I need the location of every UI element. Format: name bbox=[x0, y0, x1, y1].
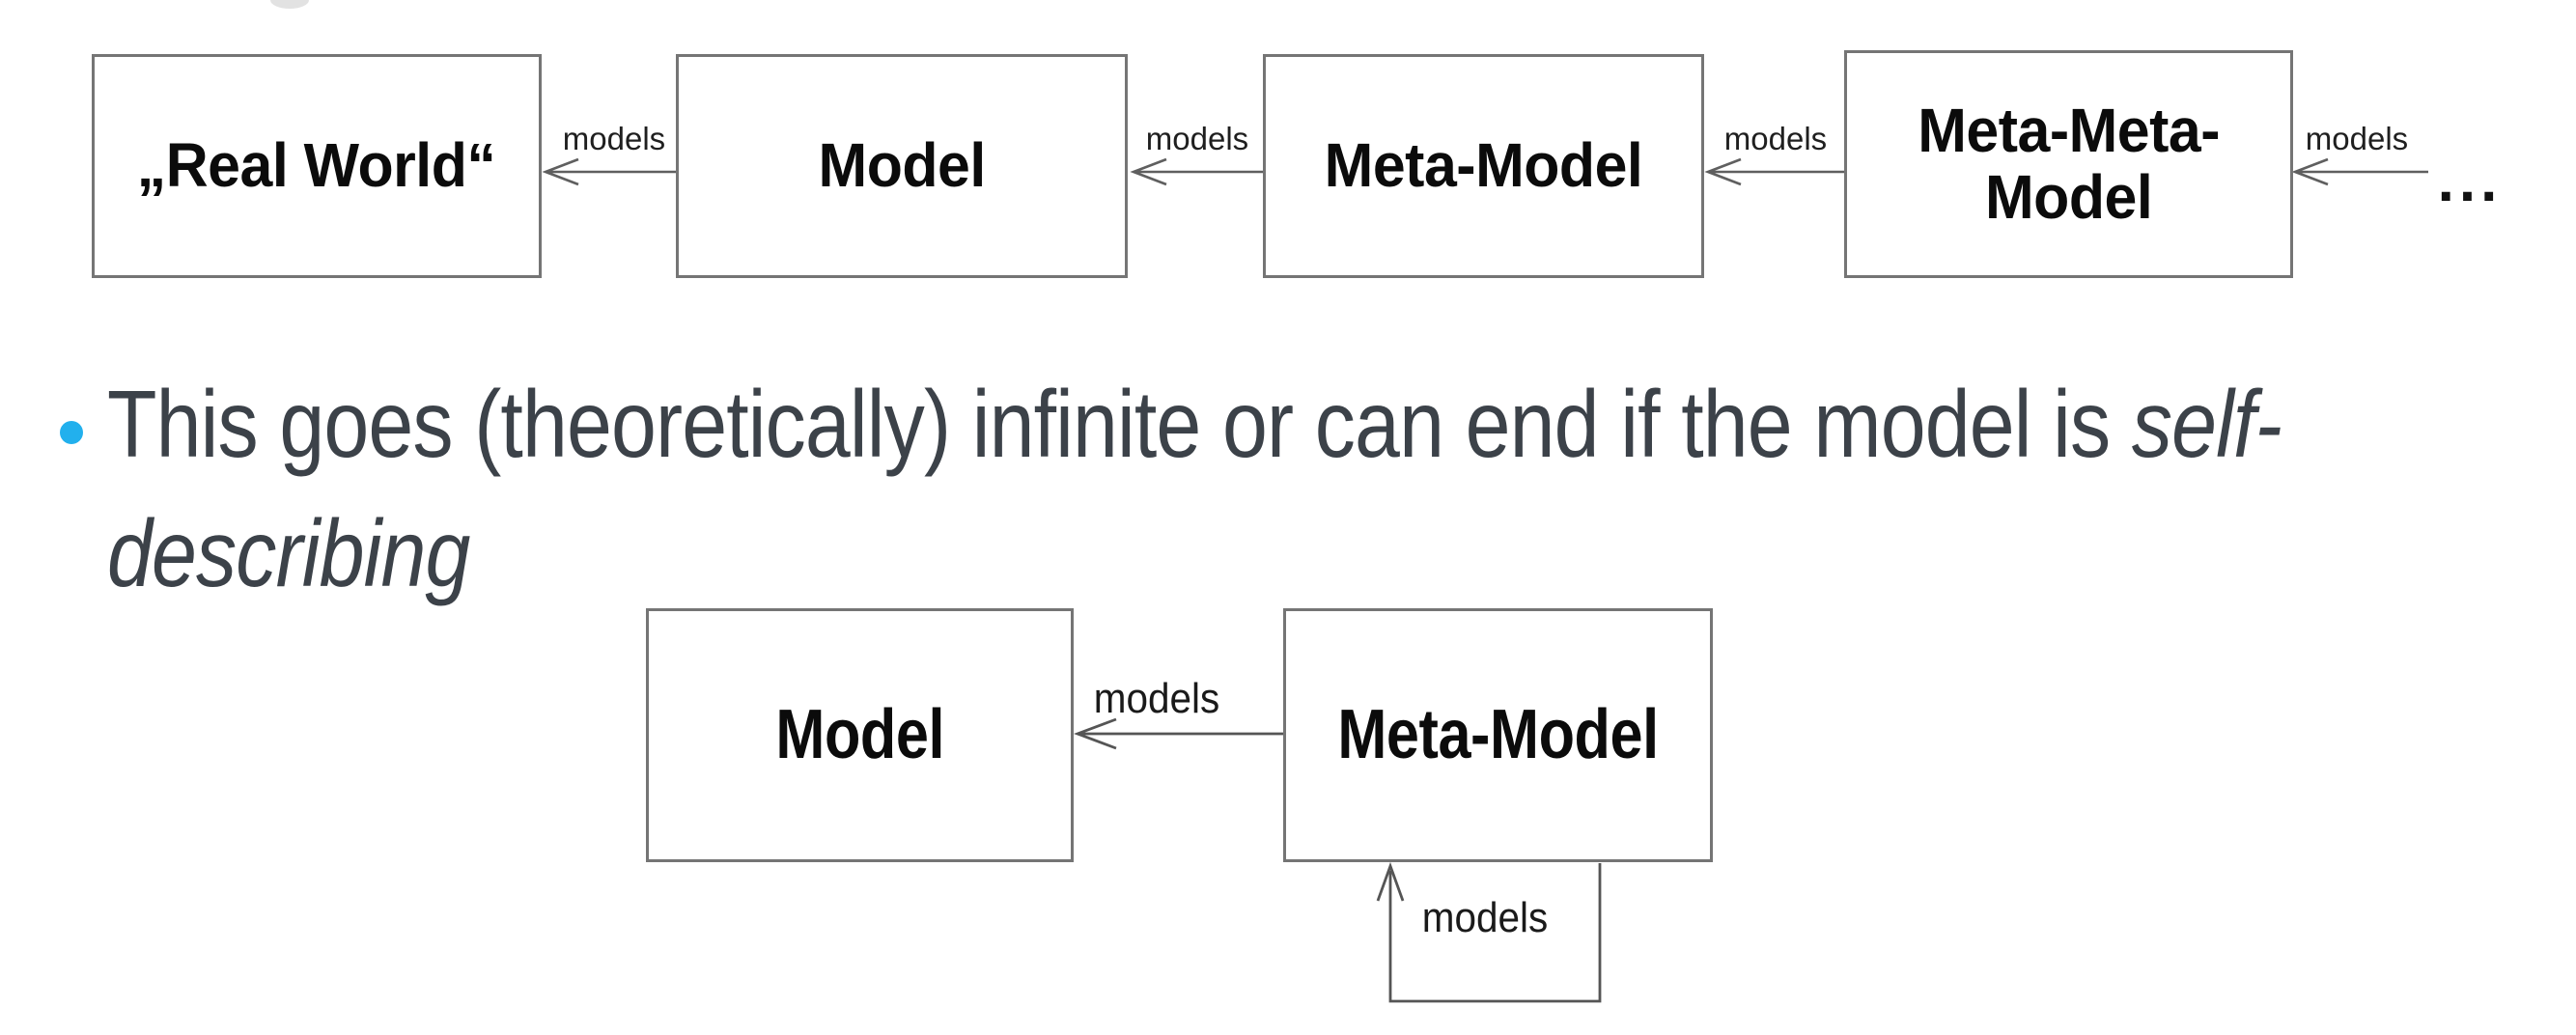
arrow-metametamodel-to-metamodel bbox=[1704, 157, 1846, 186]
models-label-2: models bbox=[1145, 121, 1249, 156]
bullet-text-regular: This goes (theoretically) infinite or ca… bbox=[107, 371, 2132, 477]
models-label-bottom-arrow: models bbox=[1093, 675, 1220, 722]
box-meta-model-bottom-label: Meta-Model bbox=[1337, 695, 1659, 773]
arrow-metamodel-to-model-bottom bbox=[1074, 717, 1283, 750]
box-meta-model-bottom: Meta-Model bbox=[1283, 608, 1713, 862]
models-label-3: models bbox=[1723, 121, 1828, 156]
bullet-text-italic-line1: self- bbox=[2131, 371, 2282, 477]
box-real-world-label: „Real World“ bbox=[137, 130, 496, 201]
models-label-1: models bbox=[562, 121, 666, 156]
arrow-model-to-realworld bbox=[542, 157, 676, 186]
models-label-self-loop: models bbox=[1421, 894, 1549, 941]
bullet-icon bbox=[60, 421, 83, 444]
box-model: Model bbox=[676, 54, 1128, 278]
cropped-artifact bbox=[270, 0, 309, 9]
box-model-bottom: Model bbox=[646, 608, 1074, 862]
box-model-label: Model bbox=[818, 130, 986, 201]
box-meta-model: Meta-Model bbox=[1263, 54, 1704, 278]
models-label-4: models bbox=[2305, 121, 2409, 156]
box-meta-meta-model: Meta-Meta- Model bbox=[1844, 50, 2293, 278]
bullet-text-italic-line2: describing bbox=[107, 500, 470, 606]
arrow-metamodel-to-model bbox=[1130, 157, 1263, 186]
self-loop-arrowhead bbox=[1376, 861, 1405, 902]
bullet-text: This goes (theoretically) infinite or ca… bbox=[107, 359, 2576, 618]
box-meta-model-label: Meta-Model bbox=[1324, 130, 1643, 201]
box-model-bottom-label: Model bbox=[775, 695, 944, 773]
chain-ellipsis: ... bbox=[2437, 148, 2503, 214]
box-meta-meta-model-label: Meta-Meta- Model bbox=[1918, 95, 2220, 232]
arrow-ellipsis-to-metametamodel bbox=[2291, 157, 2428, 186]
self-loop-line bbox=[1388, 863, 1602, 1003]
box-real-world: „Real World“ bbox=[92, 54, 542, 278]
